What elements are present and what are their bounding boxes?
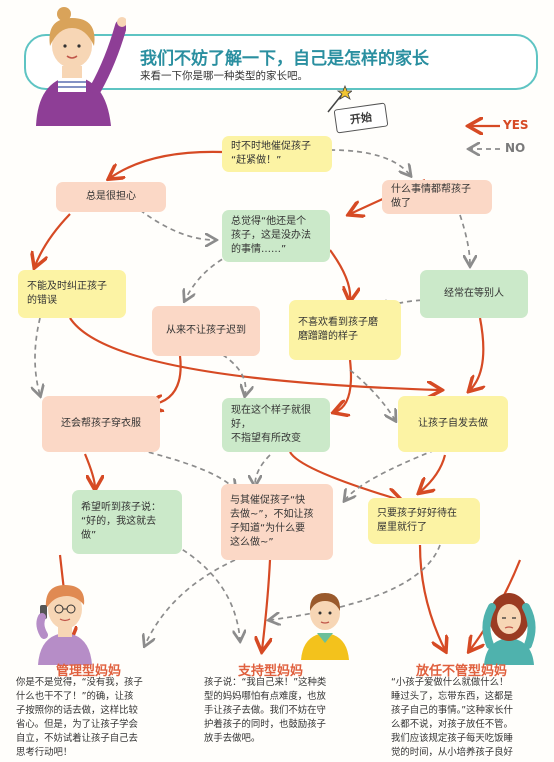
node-text-line: 去做~”，不如让孩 — [230, 509, 314, 520]
node-text-line: 做了 — [391, 198, 411, 209]
yes-arrow — [418, 544, 445, 650]
type-desc-handsoff: “小孩子爱做什么就做什么！ 睡过头了，忘带东西，这都是孩子自己的事情。”这种家长什… — [391, 676, 553, 760]
type-desc-line: 省心。但是，为了让孩子学会 — [16, 719, 138, 730]
type-desc-line: 护着孩子的同时，也鼓励孩子 — [204, 719, 326, 730]
node-text-line: 与其催促孩子“快 — [230, 495, 306, 506]
type-desc-line: 子按照你的话去做，这样比较 — [16, 705, 138, 716]
type-desc-line: 什么也干不了！”的确，让孩 — [16, 691, 134, 702]
node-text-line: 从来不让孩子迟到 — [166, 325, 246, 336]
legend-no-label: NO — [505, 141, 526, 155]
legend-yes-label: YES — [503, 118, 529, 132]
yes-arrow — [262, 559, 270, 650]
node-self-initiative: 让孩子自发去做 — [398, 396, 508, 452]
wand-icon — [327, 84, 352, 113]
node-text-line: 总觉得“他还是个 — [231, 216, 307, 227]
node-stay-inside: 只要孩子好好待在屋里就行了 — [368, 498, 480, 544]
node-text-line: 不指望有所改变 — [231, 433, 301, 444]
node-text-line: 孩子，这是没办法 — [231, 230, 311, 241]
node-text-line: 只要孩子好好待在 — [377, 508, 457, 519]
type-desc-line: “小孩子爱做什么就做什么！ — [391, 677, 509, 688]
node-hear-ok: 希望听到孩子说： “好的，我这就去做” — [72, 490, 182, 554]
node-text-line: 希望听到孩子说： — [81, 502, 161, 513]
page-subtitle: 来看一下你是哪一种类型的家长吧。 — [140, 70, 308, 82]
node-text-line: 不喜欢看到孩子磨 — [298, 317, 378, 328]
node-dislike-dawdle: 不喜欢看到孩子磨磨蹭蹭的样子 — [289, 300, 401, 360]
yes-arrow — [329, 249, 350, 300]
type-desc-line: 自立，不妨试着让孩子自己去 — [16, 733, 138, 744]
node-text-line: 做” — [81, 530, 97, 541]
yes-arrow — [83, 453, 95, 488]
no-arrow — [145, 559, 236, 645]
node-help-dress: 还会帮孩子穿衣服 — [42, 396, 160, 452]
node-text-line: 子知道“为什么要 — [230, 523, 306, 534]
no-arrow — [139, 209, 215, 240]
node-text-line: 时不时地催促孩子 — [231, 141, 311, 152]
yes-arrow — [335, 359, 353, 412]
type-desc-line: 手让孩子去做。我们不妨在守 — [204, 705, 326, 716]
node-text-line: 这么做~” — [230, 537, 274, 548]
type-desc-line: 睡过头了，忘带东西，这都是 — [391, 691, 513, 702]
yes-arrow — [289, 451, 400, 500]
yes-arrow — [35, 213, 71, 266]
node-text-line: 总是很担心 — [86, 191, 136, 202]
yes-arrow — [470, 317, 483, 390]
type-desc-line: 思考行动吧！ — [16, 747, 73, 758]
type-desc-support: 孩子说：“我自己来！”这种类型的妈妈哪怕有点难度，也放手让孩子去做。我们不妨在守… — [204, 676, 374, 746]
node-waiting-others: 经常在等别人 — [420, 270, 528, 318]
no-arrow — [329, 149, 410, 175]
type-desc-line: 放手去做吧。 — [204, 733, 261, 744]
type-desc-line: 型的妈妈哪怕有点难度，也放 — [204, 691, 326, 702]
node-explain-why: 与其催促孩子“快去做~”，不如让孩子知道“为什么要这么做~” — [221, 484, 333, 560]
no-arrow — [139, 449, 235, 490]
yes-arrow — [110, 150, 223, 178]
node-text-line: 经常在等别人 — [444, 288, 504, 299]
node-text-line: 还会帮孩子穿衣服 — [61, 418, 141, 429]
type-title-manager: 管理型妈妈 — [56, 664, 122, 679]
node-urge-child: 时不时地催促孩子 “赶紧做！” — [222, 136, 332, 172]
node-cannot-correct: 不能及时纠正孩子的错误 — [18, 270, 126, 318]
node-text-line: 屋里就行了 — [377, 522, 427, 533]
handsoff-mom-illustration — [482, 593, 536, 665]
node-text-line: “赶紧做！” — [231, 155, 282, 166]
node-still-a-kid: 总觉得“他还是个孩子，这是没办法的事情……” — [222, 210, 330, 262]
type-title-handsoff: 放任不管型妈妈 — [416, 664, 508, 679]
node-no-change: 现在这个样子就很好， 不指望有所改变 — [222, 398, 330, 452]
type-title-support: 支持型妈妈 — [238, 664, 304, 679]
node-do-everything: 什么事情都帮孩子做了 — [382, 180, 492, 214]
yes-arrow — [420, 454, 447, 492]
node-always-worried: 总是很担心 — [56, 182, 166, 212]
node-text-line: 的事情……” — [231, 244, 287, 255]
yes-arrow — [69, 317, 440, 390]
node-never-late: 从来不让孩子迟到 — [152, 306, 260, 356]
type-desc-line: 孩子自己的事情。”这种家长什 — [391, 705, 514, 716]
node-text-line: “好的，我这就去 — [81, 516, 157, 527]
type-desc-line: 觉的时间，从小培养孩子良好 — [391, 747, 513, 758]
type-desc-line: 么都不说，对孩子放任不管。 — [391, 719, 513, 730]
node-text-line: 的错误 — [27, 295, 57, 306]
no-arrow — [35, 317, 40, 395]
node-text-line: 磨蹭蹭的样子 — [298, 331, 358, 342]
mother-pointing-illustration — [36, 7, 126, 126]
type-desc-line: 孩子说：“我自己来！”这种类 — [204, 677, 327, 688]
type-desc-line: 我们应该规定孩子每天吃饭睡 — [391, 733, 513, 744]
node-text-line: 什么事情都帮孩子 — [391, 184, 471, 195]
node-text-line: 现在这个样子就很好， — [231, 405, 311, 430]
node-text-line: 不能及时纠正孩子 — [27, 281, 107, 292]
no-arrow — [255, 454, 271, 485]
node-text-line: 让孩子自发去做 — [418, 418, 488, 429]
type-desc-line: 你是不是觉得，“没有我，孩子 — [16, 677, 143, 688]
no-arrow — [349, 369, 395, 420]
support-dad-illustration — [301, 593, 349, 660]
no-arrow — [345, 449, 436, 500]
type-desc-manager: 你是不是觉得，“没有我，孩子什么也干不了！”的确，让孩子按照你的话去做，这样比较… — [16, 676, 186, 760]
no-arrow — [459, 214, 470, 265]
manager-mom-illustration — [36, 585, 92, 665]
page-title: 我们不妨了解一下，自己是怎样的家长 — [140, 49, 429, 69]
no-arrow — [185, 254, 231, 300]
